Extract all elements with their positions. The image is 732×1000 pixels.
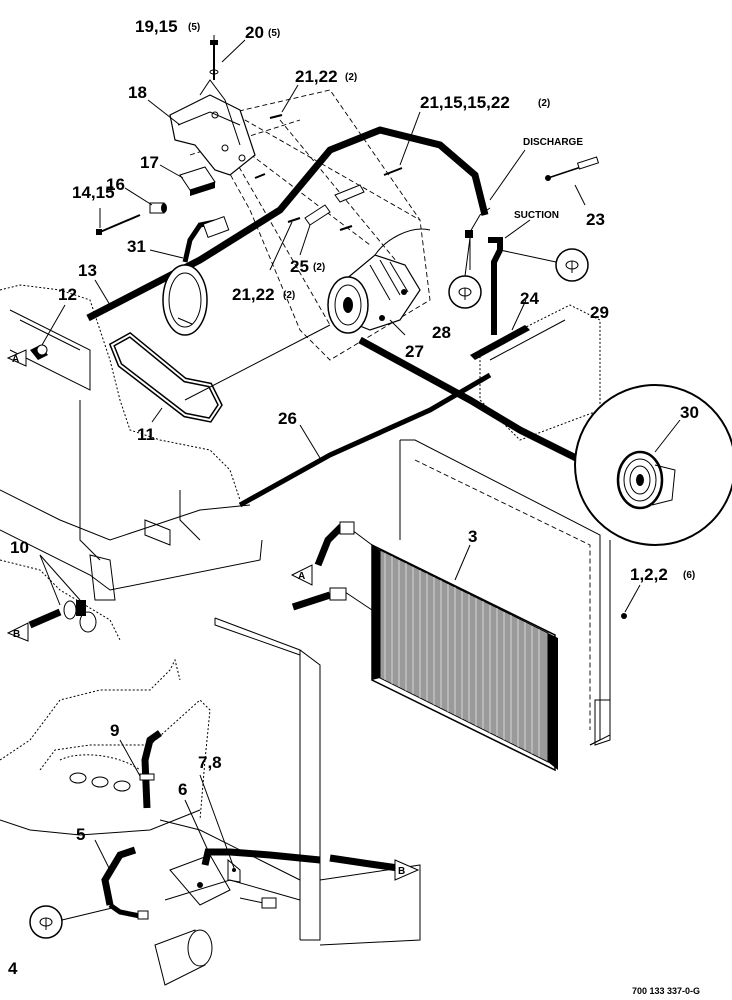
figure-reference-number: 700 133 337-0-G <box>632 986 700 996</box>
svg-text:B: B <box>398 866 405 877</box>
callout-12: 12 <box>58 285 77 304</box>
label-discharge: DISCHARGE <box>523 137 583 148</box>
connector-a-condenser: A <box>290 564 313 586</box>
o-ring-29 <box>499 248 589 282</box>
label-suction: SUCTION <box>514 210 559 221</box>
belt-alignment-line <box>184 324 331 401</box>
hose-24 <box>470 325 530 360</box>
suction-port <box>488 237 503 335</box>
svg-text:(6): (6) <box>683 570 695 581</box>
condenser-outlet-hose <box>291 587 373 611</box>
connector-a-left: A <box>6 349 27 367</box>
callout-21-22-mid: 21,22 (2) <box>232 285 295 304</box>
hose-5-fitting <box>108 902 149 920</box>
discharge-leader <box>489 149 526 201</box>
callout-29: 29 <box>590 303 609 322</box>
callout-9: 9 <box>110 721 119 740</box>
svg-text:B: B <box>13 629 20 640</box>
callout-17: 17 <box>140 153 159 172</box>
callout-1-2-2: 1,2,2 (6) <box>630 565 695 584</box>
hose-9 <box>139 730 163 809</box>
spacer-block <box>179 166 216 196</box>
svg-text:25: 25 <box>290 257 309 276</box>
callout-5: 5 <box>76 825 85 844</box>
callout-28: 28 <box>432 323 451 342</box>
callout-11: 11 <box>137 425 155 444</box>
clutch-wire-26 <box>238 372 492 508</box>
leader-lines <box>39 35 681 871</box>
compressor <box>327 228 431 334</box>
connector-b-left: B <box>6 622 29 642</box>
callout-14-15: 14,15 <box>72 183 115 202</box>
callout-21-22-top: 21,22 (2) <box>295 67 357 86</box>
machine-frame-upper-left <box>0 284 263 641</box>
lower-frame <box>0 617 421 946</box>
wire-to-clutch-30 <box>358 336 582 464</box>
discharge-port <box>465 207 491 270</box>
svg-text:19,15: 19,15 <box>135 17 178 36</box>
o-ring-28 <box>448 237 482 309</box>
engine-pulley <box>162 264 208 336</box>
svg-text:(2): (2) <box>283 290 295 301</box>
callout-13: 13 <box>78 261 97 280</box>
condenser-core <box>371 543 558 772</box>
service-valve-23 <box>545 156 600 181</box>
bushing <box>149 202 167 214</box>
callout-19-15: 19,15 (5) <box>135 17 200 36</box>
callout-31: 31 <box>127 237 146 256</box>
bolt-21-mid <box>287 167 403 231</box>
callout-30: 30 <box>680 403 699 422</box>
fitting-12 <box>30 344 48 360</box>
svg-text:21,15,15,22: 21,15,15,22 <box>420 93 510 112</box>
clutch-detail-circle <box>574 384 732 546</box>
svg-text:21,22: 21,22 <box>232 285 275 304</box>
callout-7-8: 7,8 <box>198 753 222 772</box>
svg-text:21,22: 21,22 <box>295 67 338 86</box>
condenser-frame <box>399 439 611 746</box>
svg-text:20: 20 <box>245 23 264 42</box>
receiver-drier <box>154 929 213 986</box>
svg-text:1,2,2: 1,2,2 <box>630 565 668 584</box>
callout-4: 4 <box>8 959 18 978</box>
condenser-bolt <box>621 613 627 619</box>
svg-text:A: A <box>298 571 305 582</box>
callout-26: 26 <box>278 409 297 428</box>
callout-20: 20 (5) <box>245 23 280 42</box>
callout-10: 10 <box>10 538 29 557</box>
bolt-19 <box>209 40 219 80</box>
callout-25: 25 (2) <box>290 257 325 276</box>
callout-24: 24 <box>520 289 539 308</box>
bolt-21-top <box>254 114 283 179</box>
callout-3: 3 <box>468 527 477 546</box>
callout-21-15-15-22: 21,15,15,22 (2) <box>420 93 550 112</box>
elbow-fitting <box>202 216 230 238</box>
suction-leader <box>504 219 531 239</box>
long-bolt-14 <box>96 214 141 235</box>
svg-text:(2): (2) <box>538 98 550 109</box>
svg-text:(5): (5) <box>268 28 280 39</box>
hose-6 <box>201 848 399 909</box>
callout-18: 18 <box>128 83 147 102</box>
condenser-inlet-hose <box>314 521 373 567</box>
compressor-bracket <box>169 79 256 176</box>
fitting-10 <box>28 600 97 633</box>
adjust-slide <box>304 184 365 226</box>
hose-5 <box>101 846 137 906</box>
callout-23: 23 <box>586 210 605 229</box>
drive-belt <box>108 331 223 423</box>
svg-text:(2): (2) <box>345 72 357 83</box>
connector-b-lower: B <box>394 859 420 881</box>
hose-13 <box>86 126 489 322</box>
svg-text:A: A <box>12 354 19 365</box>
callout-6: 6 <box>178 780 187 799</box>
svg-text:(5): (5) <box>188 22 200 33</box>
callout-27: 27 <box>405 342 424 361</box>
o-ring-4 <box>29 905 113 939</box>
svg-text:(2): (2) <box>313 262 325 273</box>
callout-16: 16 <box>106 175 125 194</box>
